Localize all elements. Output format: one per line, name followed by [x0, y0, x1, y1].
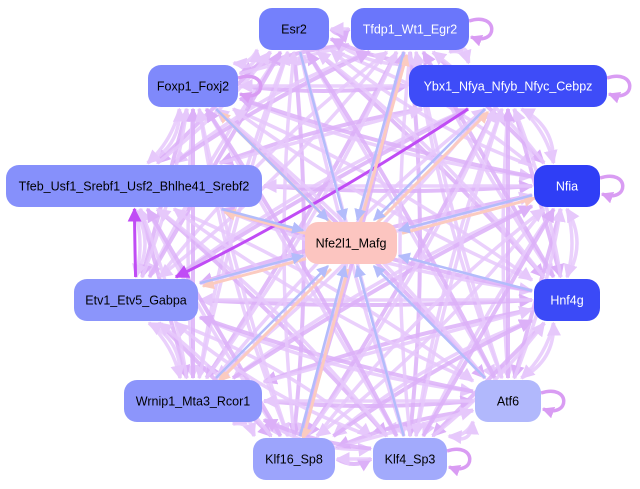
- node-label: Klf4_Sp3: [385, 453, 436, 467]
- node-box[interactable]: [534, 279, 600, 321]
- strong-edge-ybx1-to-etv1: [174, 107, 469, 279]
- node-box[interactable]: [259, 8, 329, 50]
- center-edges-layer: [199, 51, 537, 441]
- edge-atf6-to-hnf4g: [520, 321, 561, 380]
- node-hnf4g[interactable]: Hnf4g: [534, 279, 600, 321]
- node-label: Ybx1_Nfya_Nfyb_Nfyc_Cebpz: [424, 80, 593, 94]
- node-box[interactable]: [351, 8, 469, 50]
- edge-tfeb-to-nfia: [263, 179, 534, 194]
- edge-nfia-to-nfe2l1: [397, 194, 533, 234]
- edge-klf16-to-tfeb: [145, 207, 283, 438]
- edge-tfeb-to-ybx1: [219, 105, 424, 165]
- edge-nfe2l1-to-tfdp1: [358, 53, 410, 224]
- node-wrnip1[interactable]: Wrnip1_Mta3_Rcor1: [124, 380, 262, 422]
- edge-nfia-to-wrnip1: [231, 204, 533, 380]
- node-label: Foxp1_Foxj2: [157, 80, 229, 94]
- node-box[interactable]: [74, 279, 198, 321]
- edge-hnf4g-to-nfe2l1: [397, 252, 533, 292]
- node-label: Hnf4g: [550, 294, 583, 308]
- node-label: Wrnip1_Mta3_Rcor1: [136, 395, 250, 409]
- self-loop-tfdp1: [468, 17, 494, 47]
- node-atf6[interactable]: Atf6: [475, 380, 541, 422]
- node-klf16[interactable]: Klf16_Sp8: [253, 438, 335, 480]
- edge-klf16-to-ybx1: [305, 107, 497, 438]
- edge-klf4-to-nfia: [421, 207, 556, 437]
- edge-foxp1-to-esr2: [232, 48, 264, 69]
- edge-atf6-to-klf16: [335, 408, 474, 450]
- node-box[interactable]: [534, 165, 600, 207]
- edge-etv1-to-klf4: [175, 321, 373, 438]
- node-box[interactable]: [305, 222, 397, 264]
- node-nfe2l1[interactable]: Nfe2l1_Mafg: [305, 222, 397, 264]
- edge-esr2-to-nfe2l1: [298, 51, 348, 222]
- edge-nfe2l1-to-wrnip1: [217, 267, 333, 383]
- self-loop-ybx1: [606, 74, 632, 104]
- edge-klf4-to-atf6: [448, 420, 480, 441]
- node-tfdp1[interactable]: Tfdp1_Wt1_Egr2: [351, 8, 469, 50]
- edge-ybx1-to-tfeb: [218, 107, 423, 166]
- edge-klf4-to-nfe2l1: [354, 264, 405, 437]
- node-box[interactable]: [409, 65, 607, 107]
- node-foxp1[interactable]: Foxp1_Foxj2: [148, 65, 238, 107]
- edge-etv1-to-hnf4g: [199, 293, 534, 308]
- edge-nfe2l1-to-nfia: [401, 195, 537, 235]
- edge-wrnip1-to-tfdp1: [205, 50, 399, 380]
- node-label: Nfe2l1_Mafg: [316, 237, 387, 251]
- self-loop-atf6: [540, 389, 566, 419]
- edge-tfeb-to-atf6: [173, 207, 475, 383]
- edge-klf16-to-esr2: [282, 50, 300, 437]
- edge-atf6-to-esr2: [305, 50, 497, 379]
- node-label: Etv1_Etv5_Gabpa: [85, 294, 187, 308]
- node-ybx1[interactable]: Ybx1_Nfya_Nfyb_Nfyc_Cebpz: [409, 65, 607, 107]
- node-label: Atf6: [497, 395, 519, 409]
- node-box[interactable]: [475, 380, 541, 422]
- self-loop-nfia: [599, 174, 625, 204]
- node-label: Tfdp1_Wt1_Egr2: [363, 23, 458, 37]
- node-label: Klf16_Sp8: [265, 453, 323, 467]
- self-loop-foxp1: [237, 74, 263, 104]
- node-box[interactable]: [6, 165, 262, 207]
- node-box[interactable]: [373, 438, 447, 480]
- edge-wrnip1-to-nfia: [231, 204, 534, 380]
- edge-klf16-to-nfe2l1: [298, 264, 348, 437]
- node-label: Nfia: [556, 180, 578, 194]
- edge-tfdp1-to-nfe2l1: [354, 51, 405, 222]
- edge-etv1-to-nfe2l1: [199, 252, 305, 285]
- edge-atf6-to-nfe2l1: [372, 265, 487, 379]
- edge-klf4-to-etv1: [174, 321, 372, 439]
- edge-hnf4g-to-nfia: [565, 207, 580, 278]
- edge-wrnip1-to-etv1: [147, 321, 182, 379]
- edge-atf6-to-etv1: [198, 314, 474, 394]
- edge-klf4-to-foxp1: [204, 107, 399, 437]
- node-nfia[interactable]: Nfia: [534, 165, 600, 207]
- node-box[interactable]: [253, 438, 335, 480]
- self-loops-layer: [237, 17, 632, 477]
- node-label: Tfeb_Usf1_Srebf1_Usf2_Bhlhe41_Srebf2: [19, 180, 250, 194]
- node-klf4[interactable]: Klf4_Sp3: [373, 438, 447, 480]
- strong-edge-etv1-to-tfeb: [127, 207, 142, 278]
- edge-tfeb-to-nfe2l1: [221, 207, 305, 234]
- edge-foxp1-to-nfe2l1: [215, 108, 329, 221]
- edge-ybx1-to-tfdp1: [448, 39, 471, 64]
- edge-klf4-to-tfdp1: [398, 50, 416, 437]
- edge-nfia-to-esr2: [329, 48, 533, 168]
- edge-ybx1-to-nfe2l1: [373, 108, 486, 221]
- node-tfeb[interactable]: Tfeb_Usf1_Srebf1_Usf2_Bhlhe41_Srebf2: [6, 165, 262, 207]
- edge-nfe2l1-to-ybx1: [375, 110, 490, 225]
- node-label: Esr2: [281, 23, 307, 37]
- edge-nfe2l1-to-klf16: [300, 268, 350, 441]
- self-loop-klf4: [446, 447, 472, 477]
- edge-nfe2l1-to-etv1: [201, 257, 307, 290]
- node-box[interactable]: [124, 380, 262, 422]
- node-esr2[interactable]: Esr2: [259, 8, 329, 50]
- edge-etv1-to-esr2: [147, 50, 283, 279]
- edge-nfia-to-ybx1: [520, 107, 556, 164]
- node-etv1[interactable]: Etv1_Etv5_Gabpa: [74, 279, 198, 321]
- node-box[interactable]: [148, 65, 238, 107]
- edge-wrnip1-to-nfe2l1: [215, 265, 329, 379]
- edge-hnf4g-to-klf16: [332, 318, 533, 438]
